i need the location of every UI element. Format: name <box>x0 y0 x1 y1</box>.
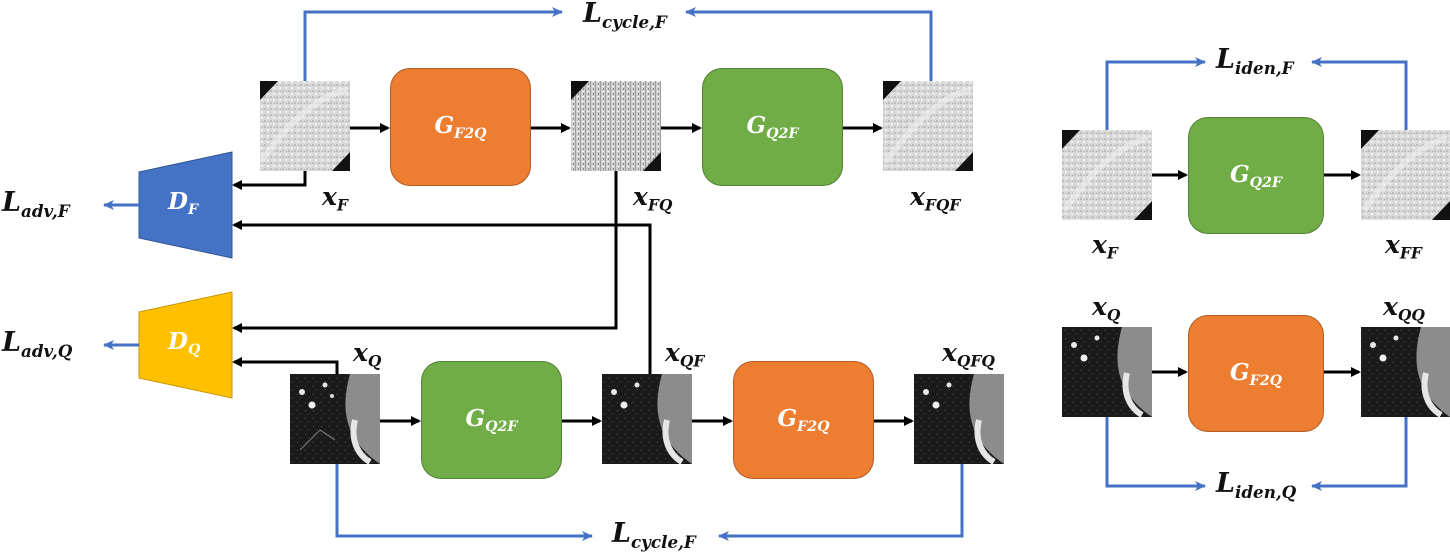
discriminator-q-shape <box>138 291 233 399</box>
label-id-x-q: xQ <box>1092 292 1121 325</box>
discriminator-q-label: DQ <box>168 328 201 358</box>
generator-q2f-bottom: GQ2F <box>421 361 562 479</box>
image-id-x-q <box>1062 327 1152 418</box>
generator-q2f-identity: GQ2F <box>1188 117 1324 234</box>
label-x-qq: xQQ <box>1383 292 1425 325</box>
image-x-qf <box>602 374 692 465</box>
loss-cycle-bottom: Lcycle,F <box>612 518 696 552</box>
generator-q2f-top: GQ2F <box>702 68 843 186</box>
label-x-ff: xFF <box>1385 230 1422 263</box>
generator-f2q-identity: GF2Q <box>1188 315 1324 432</box>
label-x-q: xQ <box>353 338 382 371</box>
image-x-fqf <box>883 81 973 171</box>
loss-adversarial-q: Ladv,Q <box>2 327 73 361</box>
label-x-qf: xQF <box>665 338 705 371</box>
image-x-fq <box>571 81 661 171</box>
label-id-x-f: xF <box>1092 230 1118 263</box>
generator-f2q-bottom-label: GF2Q <box>777 405 830 435</box>
generator-q2f-identity-label: GQ2F <box>1229 160 1283 191</box>
discriminator-f-label: DF <box>168 188 199 218</box>
label-x-fqf: xFQF <box>910 182 961 215</box>
loss-adversarial-f: Ladv,F <box>2 187 70 221</box>
image-x-q <box>290 374 380 465</box>
loss-identity-q: Liden,Q <box>1216 468 1297 502</box>
label-x-qfq: xQFQ <box>942 338 995 371</box>
image-x-f <box>259 81 350 171</box>
image-x-qfq <box>914 374 1004 465</box>
generator-f2q-top-label: GF2Q <box>434 112 487 142</box>
discriminator-f-shape <box>138 151 233 259</box>
generator-f2q-identity-label: GF2Q <box>1229 358 1283 389</box>
generator-q2f-top-label: GQ2F <box>746 112 799 142</box>
image-id-x-f <box>1062 130 1152 220</box>
image-x-qq <box>1361 327 1450 418</box>
generator-q2f-bottom-label: GQ2F <box>465 405 518 435</box>
loss-cycle-top: Lcycle,F <box>583 0 667 32</box>
generator-f2q-bottom: GF2Q <box>733 361 874 479</box>
label-x-fq: xFQ <box>633 182 673 215</box>
generator-f2q-top: GF2Q <box>390 68 531 186</box>
loss-identity-f: Liden,F <box>1216 44 1294 78</box>
label-x-f: xF <box>322 182 348 215</box>
image-x-ff <box>1361 130 1450 220</box>
